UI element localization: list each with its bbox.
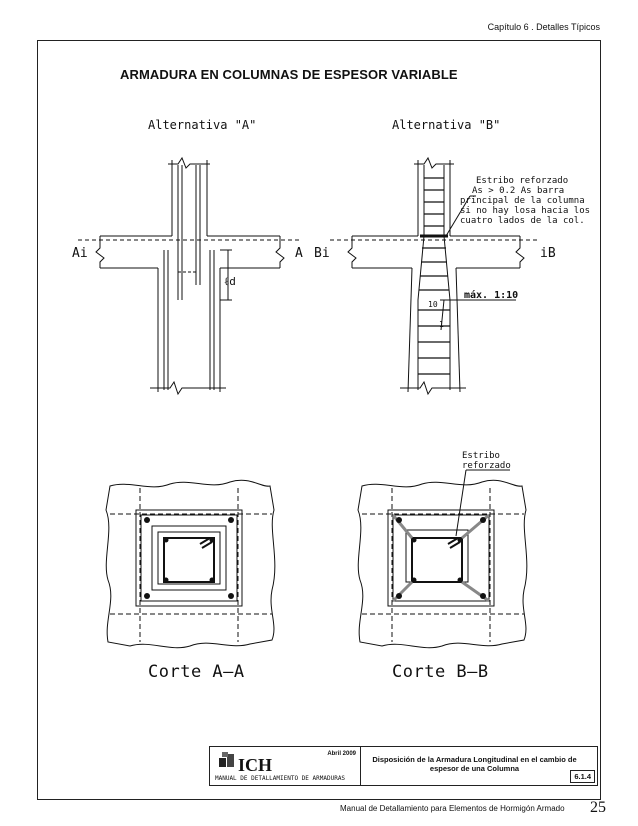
estribo-note-line: As > 0.2 As barra bbox=[472, 186, 565, 196]
drawing-code: 6.1.4 bbox=[570, 770, 595, 783]
publication-date: Abril 2009 bbox=[327, 751, 356, 757]
ich-logo-text: ICH bbox=[238, 755, 273, 775]
section-b-b bbox=[357, 469, 528, 649]
title-block-left: ICH Abril 2009 MANUAL DE DETALLAMIENTO D… bbox=[210, 747, 361, 785]
page-number: 25 bbox=[590, 799, 606, 816]
estribo-note: Estribo reforzado As > 0.2 As barra prin… bbox=[460, 176, 590, 226]
chapter-header: Capítulo 6 . Detalles Típicos bbox=[487, 22, 600, 32]
alternative-a-label: Alternativa "A" bbox=[148, 118, 257, 132]
elevation-b bbox=[330, 156, 540, 396]
manual-name: MANUAL DE DETALLAMIENTO DE ARMADURAS bbox=[215, 775, 346, 782]
ich-logo-icon bbox=[219, 752, 234, 767]
estribo-note-line: Estribo reforzado bbox=[476, 176, 569, 186]
section-a-left-label: Ai bbox=[72, 246, 88, 261]
page-title: ARMADURA EN COLUMNAS DE ESPESOR VARIABLE bbox=[120, 67, 458, 82]
corte-b-caption: Corte B–B bbox=[392, 662, 489, 682]
section-b-right-label: iB bbox=[540, 246, 556, 261]
elevation-a bbox=[78, 156, 300, 396]
estribo-reforzado-line: Estribo bbox=[462, 451, 500, 461]
alternative-b-label: Alternativa "B" bbox=[392, 118, 501, 132]
estribo-note-line: si no hay losa hacia los bbox=[460, 206, 591, 216]
section-b-left-label: Bi bbox=[314, 246, 330, 261]
estribo-note-line: principal de la columna bbox=[460, 196, 585, 206]
footer-text: Manual de Detallamiento para Elementos d… bbox=[340, 804, 565, 813]
title-block: ICH Abril 2009 MANUAL DE DETALLAMIENTO D… bbox=[209, 746, 598, 786]
max-slope-label: máx. 1:10 bbox=[464, 290, 519, 301]
development-length-label: ℓd bbox=[224, 275, 236, 288]
estribo-reforzado-line: reforzado bbox=[462, 461, 511, 471]
slope-rise-label: 1 bbox=[439, 320, 444, 329]
slope-run-label: 10 bbox=[428, 300, 438, 309]
section-a-a bbox=[105, 479, 276, 649]
section-a-right-label: A bbox=[295, 246, 303, 261]
estribo-note-line: cuatro lados de la col. bbox=[460, 216, 585, 226]
estribo-reforzado-label: Estribo reforzado bbox=[462, 451, 511, 471]
corte-a-caption: Corte A–A bbox=[148, 662, 245, 682]
drawing-frame bbox=[37, 40, 601, 800]
drawing-description: Disposición de la Armadura Longitudinal … bbox=[372, 755, 577, 773]
